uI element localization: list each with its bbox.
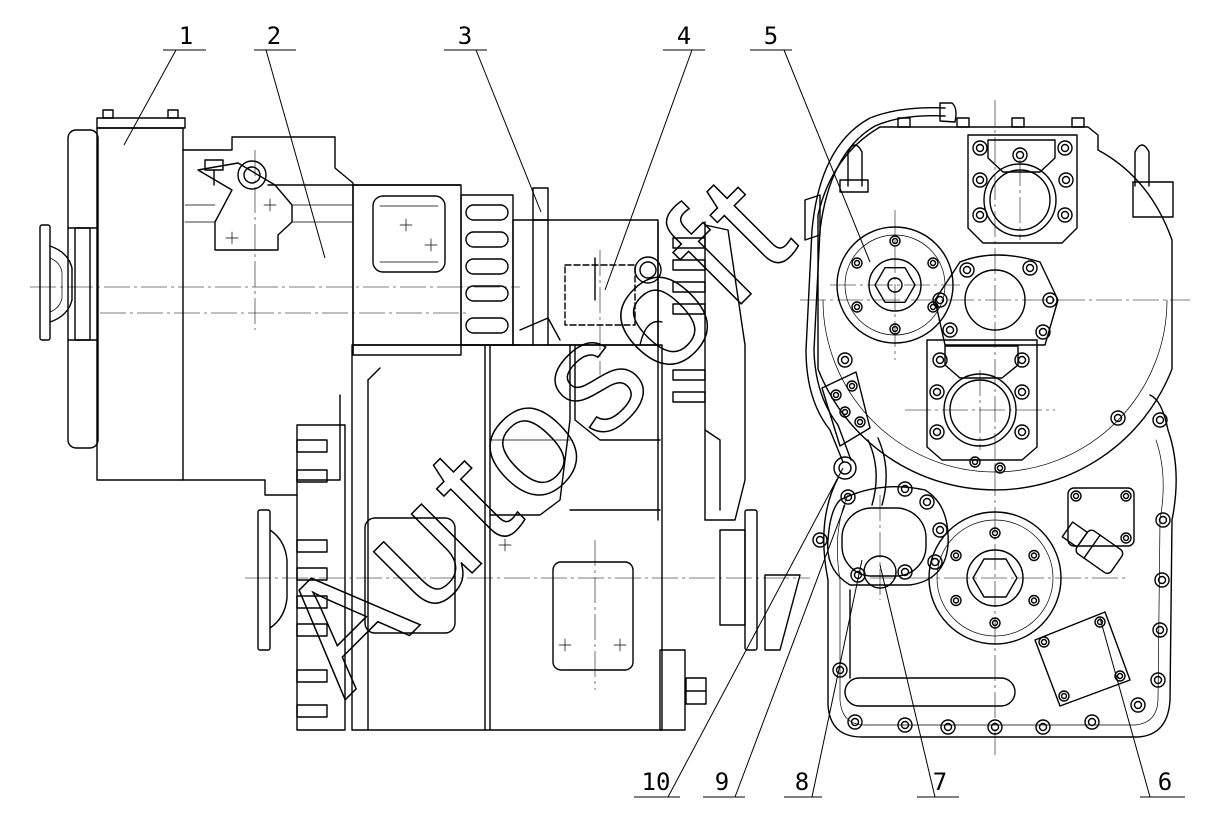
callouts: 1 2 3 4 5 6 7	[123, 22, 1185, 798]
front-output-flange	[719, 509, 801, 651]
lifting-eye	[237, 160, 267, 190]
sump-tube	[844, 677, 1016, 707]
callout-label-5: 5	[764, 22, 778, 50]
rear-output-flange	[257, 424, 346, 731]
callout-1: 1	[123, 22, 206, 146]
callout-label-10: 10	[642, 768, 671, 796]
input-flange	[39, 224, 91, 341]
gearbox-case	[351, 344, 663, 731]
callout-2: 2	[254, 22, 326, 259]
callout-5: 5	[750, 22, 871, 263]
callout-label-8: 8	[795, 768, 809, 796]
sensor-plate	[1034, 611, 1131, 707]
converter-housing	[67, 109, 186, 481]
cooler-fins	[657, 221, 746, 521]
lifting-lug-left	[847, 144, 863, 187]
callout-label-2: 2	[267, 22, 281, 50]
end-view-centerlines	[800, 100, 1190, 755]
speed-sensor	[1061, 521, 1124, 575]
drain-plug	[659, 649, 707, 731]
callout-7: 7	[879, 564, 959, 798]
pipe-bracket	[821, 371, 871, 480]
oil-pipe	[805, 102, 957, 506]
lifting-lug-right	[1134, 144, 1150, 187]
banjo-bolt	[833, 456, 857, 480]
callout-label-4: 4	[677, 22, 691, 50]
callout-8: 8	[784, 559, 863, 798]
upper-right-cover	[1067, 487, 1135, 547]
callout-10: 10	[634, 467, 844, 798]
side-view	[39, 109, 801, 731]
callout-label-7: 7	[933, 768, 947, 796]
side-view-centerlines	[30, 150, 810, 690]
callout-6: 6	[1099, 617, 1185, 798]
callout-label-3: 3	[458, 22, 472, 50]
callout-3: 3	[444, 22, 542, 213]
callout-4: 4	[604, 22, 705, 291]
callout-label-9: 9	[715, 768, 729, 796]
callout-9: 9	[703, 504, 846, 798]
callout-label-1: 1	[179, 22, 193, 50]
callout-label-6: 6	[1158, 768, 1172, 796]
lower-housing	[823, 394, 1177, 738]
